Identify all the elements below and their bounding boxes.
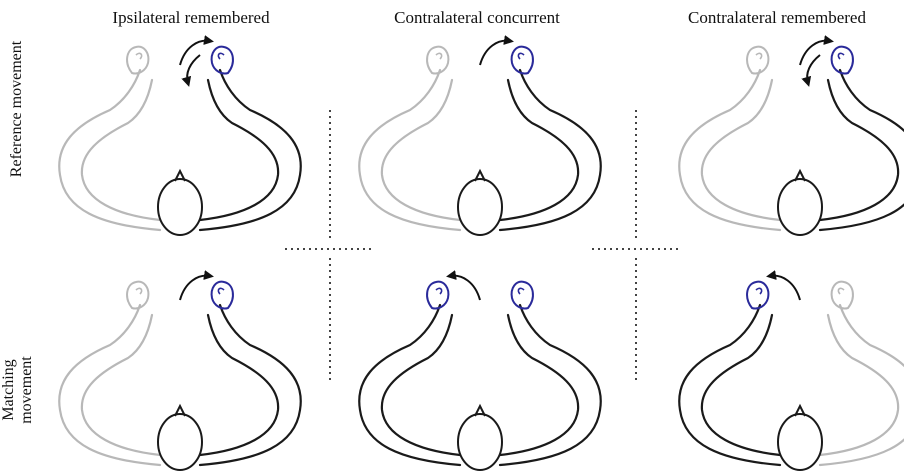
right-hand-active [212, 47, 233, 74]
right-arm [500, 70, 601, 230]
left-hand-fingers [136, 288, 142, 294]
right-hand-fingers [218, 53, 224, 59]
left-hand-fingers [756, 288, 762, 294]
panel-contra-ref [359, 41, 601, 235]
left-hand-active [427, 282, 448, 309]
left-hand [127, 47, 148, 74]
right-hand-fingers [218, 288, 224, 294]
left-hand [127, 282, 148, 309]
right-hand-active [512, 282, 533, 309]
head [158, 179, 202, 235]
left-arm [359, 305, 460, 465]
panel-ipsi-match [59, 276, 301, 470]
right-hand-active [832, 47, 853, 74]
head [458, 414, 502, 470]
left-arm [679, 305, 780, 465]
arrow-counterclockwise [770, 276, 800, 300]
left-hand-fingers [436, 288, 442, 294]
left-arm [359, 70, 460, 230]
arrow-clockwise [180, 41, 210, 65]
panel-ipsi-ref [59, 41, 301, 235]
arrow-counterclockwise [807, 55, 820, 83]
right-hand-fingers [518, 288, 524, 294]
right-hand-fingers [518, 53, 524, 59]
right-arm [200, 70, 301, 230]
arrow-clockwise [480, 41, 510, 65]
right-arm [500, 305, 601, 465]
arrow-clockwise [800, 41, 830, 65]
left-hand [427, 47, 448, 74]
left-arm [59, 305, 160, 465]
right-hand-fingers [838, 288, 844, 294]
left-arm [679, 70, 780, 230]
right-hand-active [512, 47, 533, 74]
left-hand-fingers [136, 53, 142, 59]
panel-contra-match [359, 276, 601, 470]
right-arm [200, 305, 301, 465]
head [778, 179, 822, 235]
grid-separators [285, 110, 682, 380]
arrow-counterclockwise [450, 276, 480, 300]
left-hand-fingers [756, 53, 762, 59]
panel-contra-rem-ref [679, 41, 904, 235]
left-arm [59, 70, 160, 230]
head [158, 414, 202, 470]
arrow-clockwise [180, 276, 210, 300]
head [778, 414, 822, 470]
right-hand [832, 282, 853, 309]
right-hand-fingers [838, 53, 844, 59]
head [458, 179, 502, 235]
left-hand [747, 47, 768, 74]
left-hand-active [747, 282, 768, 309]
right-hand-active [212, 282, 233, 309]
left-hand-fingers [436, 53, 442, 59]
arrow-counterclockwise [187, 55, 200, 83]
panel-contra-rem-match [679, 276, 904, 470]
